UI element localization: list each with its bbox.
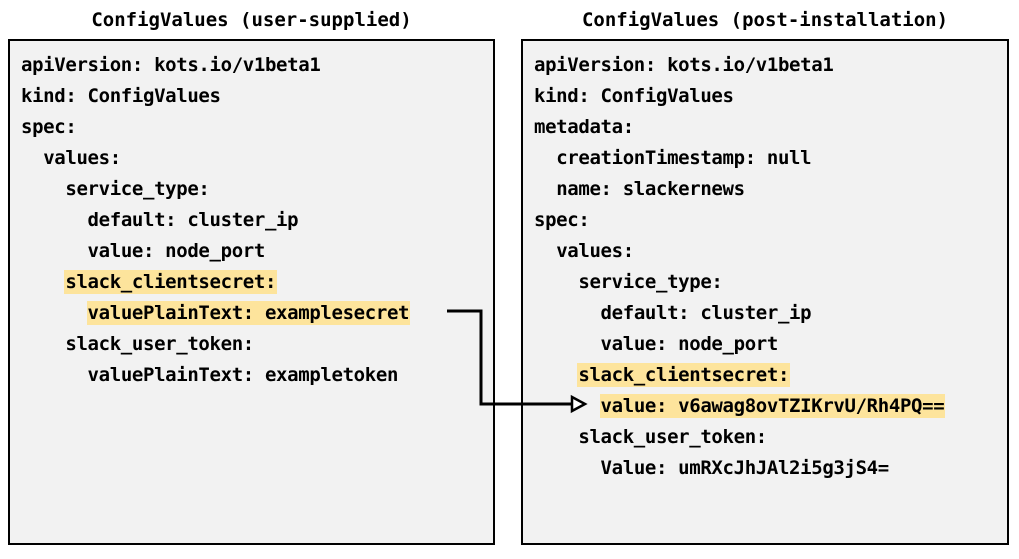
code-text: values: (43, 147, 121, 169)
code-text-highlighted: value: v6awag8ovTZIKrvU/Rh4PQ== (600, 395, 945, 417)
code-indent (534, 426, 578, 448)
code-line: kind: ConfigValues (534, 81, 944, 112)
code-text: apiVersion: kots.io/v1beta1 (21, 54, 321, 76)
code-text: slack_user_token: (65, 333, 254, 355)
code-indent (21, 364, 88, 386)
code-indent (21, 147, 43, 169)
code-indent (21, 271, 65, 293)
code-indent (21, 302, 88, 324)
code-line: valuePlainText: exampletoken (21, 360, 409, 391)
code-line: value: node_port (534, 329, 944, 360)
code-indent (534, 240, 556, 262)
code-indent (534, 364, 578, 386)
code-text-highlighted: slack_clientsecret: (578, 364, 790, 386)
code-text: Value: umRXcJhJAl2i5g3jS4= (600, 457, 890, 479)
code-line: metadata: (534, 112, 944, 143)
code-text: spec: (21, 116, 77, 138)
code-indent (534, 395, 601, 417)
code-text: value: node_port (600, 333, 779, 355)
code-line: values: (534, 236, 944, 267)
code-line: apiVersion: kots.io/v1beta1 (21, 50, 409, 81)
code-line: spec: (534, 205, 944, 236)
code-text: metadata: (534, 116, 634, 138)
code-indent (534, 457, 601, 479)
code-indent (534, 271, 578, 293)
panel-title-user-supplied: ConfigValues (user-supplied) (91, 9, 412, 31)
code-indent (21, 209, 88, 231)
code-line: value: v6awag8ovTZIKrvU/Rh4PQ== (534, 391, 945, 422)
code-text: creationTimestamp: null (556, 147, 812, 169)
code-line: default: cluster_ip (21, 205, 409, 236)
code-text: valuePlainText: exampletoken (87, 364, 399, 386)
code-indent (21, 333, 65, 355)
code-line: service_type: (534, 267, 944, 298)
code-text: kind: ConfigValues (534, 85, 734, 107)
code-line: slack_clientsecret: (21, 267, 409, 298)
code-line: spec: (21, 112, 409, 143)
code-indent (534, 333, 601, 355)
code-line: Value: umRXcJhJAl2i5g3jS4= (534, 453, 944, 484)
code-text: service_type: (578, 271, 723, 293)
code-text: slack_user_token: (578, 426, 767, 448)
code-line: apiVersion: kots.io/v1beta1 (534, 50, 944, 81)
code-block-user-supplied: apiVersion: kots.io/v1beta1 kind: ConfigV… (10, 41, 409, 391)
code-text: value: node_port (87, 240, 266, 262)
code-text: values: (556, 240, 634, 262)
code-indent (534, 302, 601, 324)
code-line: kind: ConfigValues (21, 81, 409, 112)
code-text: default: cluster_ip (600, 302, 812, 324)
code-indent (534, 147, 556, 169)
code-line: slack_clientsecret: (534, 360, 944, 391)
code-text: apiVersion: kots.io/v1beta1 (534, 54, 834, 76)
code-text-highlighted: slack_clientsecret: (65, 271, 277, 293)
code-text: default: cluster_ip (87, 209, 299, 231)
code-indent (21, 178, 65, 200)
code-text-highlighted: valuePlainText: examplesecret (87, 302, 410, 324)
code-line: slack_user_token: (534, 422, 944, 453)
code-indent (534, 178, 556, 200)
code-panel-post-installation: apiVersion: kots.io/v1beta1 kind: ConfigV… (521, 39, 1009, 545)
code-text: service_type: (65, 178, 210, 200)
code-line: creationTimestamp: null (534, 143, 944, 174)
code-line: slack_user_token: (21, 329, 409, 360)
code-line: values: (21, 143, 409, 174)
code-indent (21, 240, 88, 262)
code-block-post-installation: apiVersion: kots.io/v1beta1 kind: ConfigV… (523, 41, 945, 484)
code-text: spec: (534, 209, 590, 231)
code-line: value: node_port (21, 236, 409, 267)
code-line: default: cluster_ip (534, 298, 944, 329)
code-text: name: slackernews (556, 178, 745, 200)
panel-title-post-installation: ConfigValues (post-installation) (581, 9, 949, 31)
code-panel-user-supplied: apiVersion: kots.io/v1beta1 kind: ConfigV… (8, 39, 495, 545)
code-text: kind: ConfigValues (21, 85, 221, 107)
code-line: valuePlainText: examplesecret (21, 298, 409, 329)
code-line: service_type: (21, 174, 409, 205)
code-line: name: slackernews (534, 174, 944, 205)
